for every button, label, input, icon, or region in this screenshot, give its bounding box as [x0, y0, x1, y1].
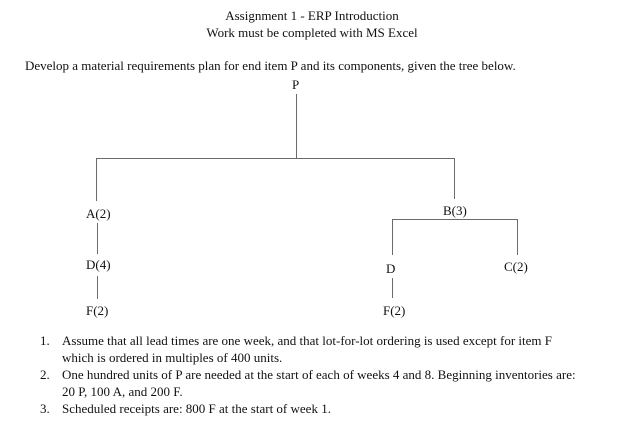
note-number: 1. [40, 333, 50, 348]
note-text: Assume that all lead times are one week,… [62, 332, 610, 366]
tree-edge-b-drop-to-c [517, 219, 518, 255]
tree-edge-drop-to-b [454, 158, 455, 199]
note-line: Assume that all lead times are one week,… [62, 333, 552, 348]
intro-paragraph: Develop a material requirements plan for… [25, 58, 516, 73]
tree-edge-d-to-f-left [97, 276, 98, 299]
note-line: Scheduled receipts are: 800 F at the sta… [62, 401, 331, 416]
tree-node-c: C(2) [504, 259, 528, 274]
note-text: One hundred units of P are needed at the… [62, 366, 610, 400]
note-item-3: 3. Scheduled receipts are: 800 F at the … [40, 400, 610, 417]
tree-node-b: B(3) [443, 203, 467, 218]
product-structure-tree: P A(2) D(4) F(2) B(3) D C(2) F(2) [86, 77, 528, 318]
note-text: Scheduled receipts are: 800 F at the sta… [62, 400, 610, 417]
document-header: Assignment 1 - ERP Introduction Work mus… [0, 7, 624, 41]
title-line-2: Work must be completed with MS Excel [206, 25, 418, 40]
note-number: 2. [40, 367, 50, 382]
tree-node-f-right: F(2) [383, 303, 406, 318]
tree-edge-p-stem [296, 94, 297, 158]
note-line: 20 P, 100 A, and 200 F. [62, 384, 183, 399]
note-line: One hundred units of P are needed at the… [62, 367, 576, 382]
tree-edge-a-to-d [97, 223, 98, 254]
title-line-1: Assignment 1 - ERP Introduction [225, 8, 399, 23]
tree-edge-d-to-f-right [392, 278, 393, 298]
note-item-1: 1. Assume that all lead times are one we… [40, 332, 610, 366]
tree-node-d-left: D(4) [86, 257, 111, 272]
tree-edge-b-horizontal [392, 219, 518, 220]
tree-node-f-left: F(2) [86, 303, 109, 318]
tree-edge-top-horizontal [96, 158, 455, 159]
note-number: 3. [40, 401, 50, 416]
tree-node-d-right: D [386, 261, 396, 276]
tree-edge-drop-to-a [96, 158, 97, 201]
notes-list: 1. Assume that all lead times are one we… [40, 332, 610, 417]
tree-edge-b-drop-to-d [392, 219, 393, 255]
tree-node-p: P [292, 77, 300, 92]
note-item-2: 2. One hundred units of P are needed at … [40, 366, 610, 400]
tree-node-a: A(2) [86, 206, 111, 221]
note-line: which is ordered in multiples of 400 uni… [62, 350, 283, 365]
